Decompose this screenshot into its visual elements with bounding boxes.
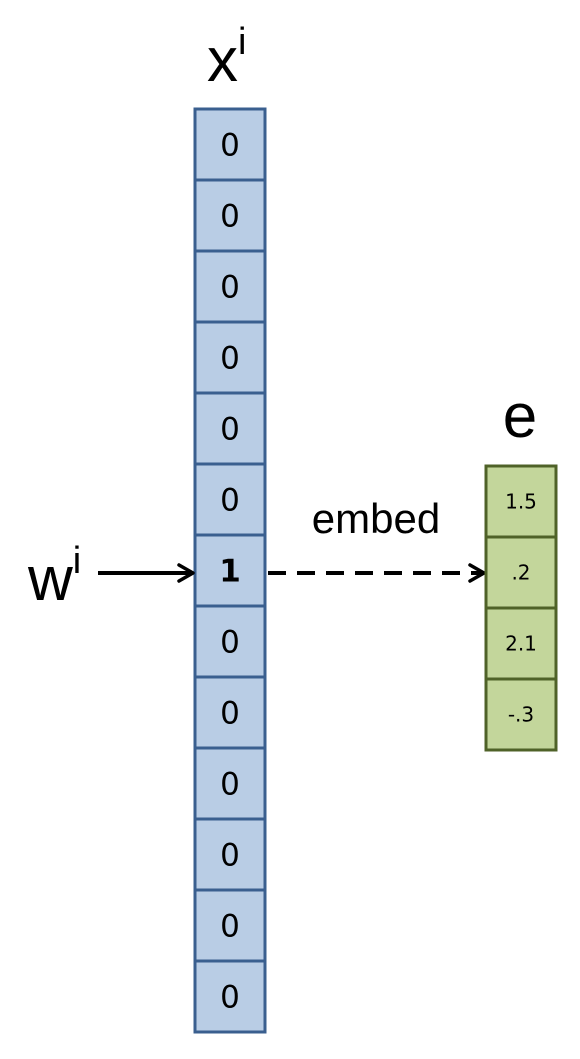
embedding-cell (484, 535, 558, 610)
embedding-cell-value: -.3 (508, 703, 534, 727)
embedding-cell-value: 1.5 (505, 490, 537, 514)
one-hot-cell-value: 0 (220, 838, 240, 874)
one-hot-cell-value: 0 (220, 270, 240, 306)
embedding-cell (484, 677, 558, 752)
one-hot-cell-value: 0 (220, 128, 240, 164)
one-hot-label-superscript: i (238, 21, 246, 63)
one-hot-cell-value: 0 (220, 909, 240, 945)
one-hot-cell-value: 0 (220, 767, 240, 803)
embedding-cell-value: 2.1 (505, 632, 537, 656)
embedding-cell (484, 464, 558, 539)
one-hot-cell-value: 0 (220, 341, 240, 377)
one-hot-cell-value: 0 (220, 412, 240, 448)
one-hot-cell-value: 0 (220, 625, 240, 661)
one-hot-cell (193, 604, 267, 679)
one-hot-cell-value: 1 (219, 554, 241, 590)
one-hot-cell-value: 0 (220, 199, 240, 235)
one-hot-cell (193, 746, 267, 821)
embedding-cell-value: .2 (511, 561, 530, 585)
one-hot-cell (193, 320, 267, 395)
one-hot-cell-value: 0 (220, 483, 240, 519)
one-hot-cell-value: 0 (220, 696, 240, 732)
one-hot-vector: 0 0 0 0 0 0 1 0 0 0 0 0 0 (193, 107, 267, 1034)
one-hot-cell (193, 888, 267, 963)
one-hot-cell-value: 0 (220, 980, 240, 1016)
word-label: wi (27, 540, 81, 614)
word-label-superscript: i (73, 540, 81, 582)
embed-arrow-label: embed (312, 495, 440, 542)
one-hot-cell (193, 817, 267, 892)
one-hot-cell (193, 462, 267, 537)
embedding-label: e (503, 382, 537, 451)
embedding-vector: 1.5 .2 2.1 -.3 (484, 464, 558, 752)
one-hot-cell (193, 959, 267, 1034)
one-hot-label: xi (207, 21, 246, 95)
embedding-cell (484, 606, 558, 681)
